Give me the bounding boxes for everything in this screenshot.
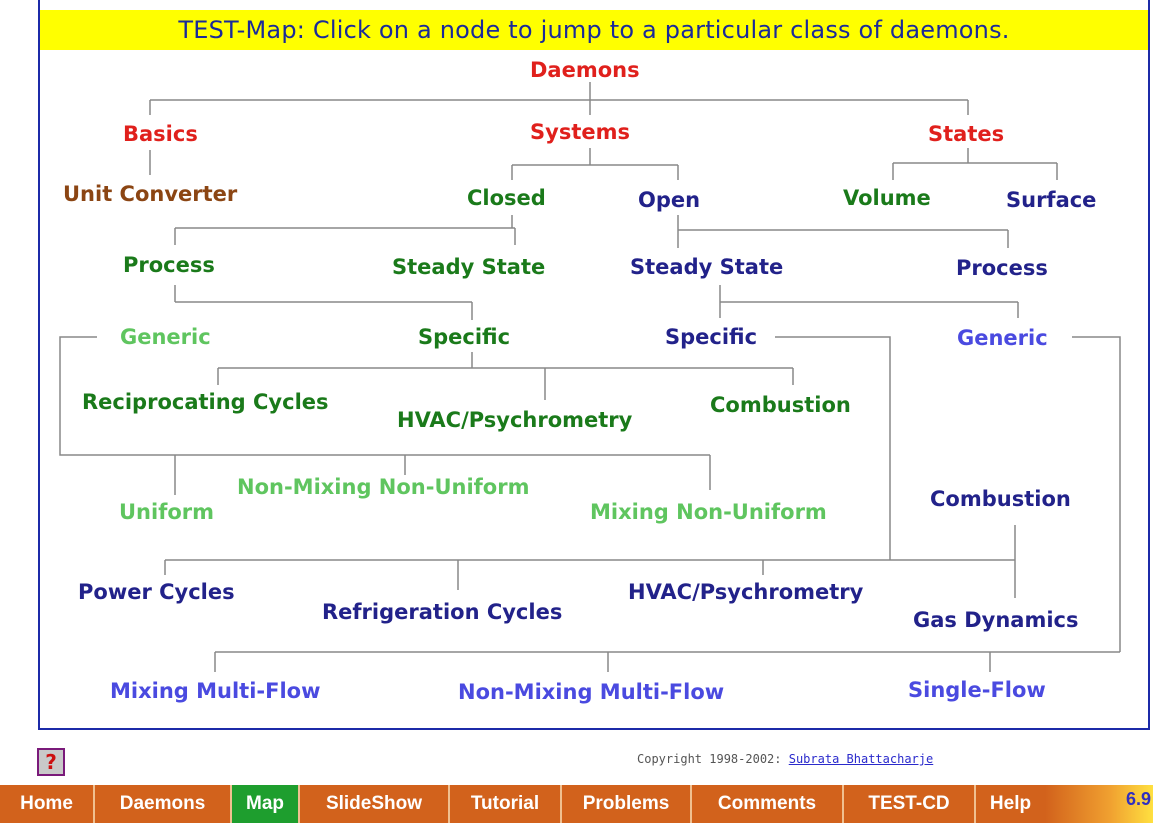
- node-single-flow[interactable]: Single-Flow: [908, 678, 1046, 702]
- copyright-text: Copyright 1998-2002: Subrata Bhattacharj…: [637, 752, 933, 766]
- node-mixing-non-uniform[interactable]: Mixing Non-Uniform: [590, 500, 827, 524]
- node-closed-reciprocating-cycles[interactable]: Reciprocating Cycles: [82, 390, 329, 414]
- node-closed-specific[interactable]: Specific: [418, 325, 511, 349]
- nav-test-cd[interactable]: TEST-CD: [842, 785, 974, 823]
- node-closed-combustion[interactable]: Combustion: [710, 393, 851, 417]
- version-badge-text: 6.9: [1125, 789, 1151, 809]
- node-open[interactable]: Open: [638, 188, 701, 212]
- copyright-prefix: Copyright 1998-2002:: [637, 752, 782, 766]
- node-states[interactable]: States: [928, 122, 1005, 146]
- nav-daemons[interactable]: Daemons: [93, 785, 230, 823]
- node-closed-generic[interactable]: Generic: [120, 325, 211, 349]
- node-open-process[interactable]: Process: [956, 256, 1048, 280]
- help-icon[interactable]: ?: [37, 748, 65, 776]
- node-open-hvac[interactable]: HVAC/Psychrometry: [628, 580, 864, 604]
- nav-problems[interactable]: Problems: [560, 785, 690, 823]
- node-closed-hvac[interactable]: HVAC/Psychrometry: [397, 408, 633, 432]
- nav-comments[interactable]: Comments: [690, 785, 842, 823]
- node-closed-steady-state[interactable]: Steady State: [392, 255, 546, 279]
- author-link[interactable]: Subrata Bhattacharje: [788, 752, 934, 766]
- nav-help[interactable]: Help: [974, 785, 1045, 823]
- node-non-mixing-non-uniform[interactable]: Non-Mixing Non-Uniform: [237, 475, 530, 499]
- node-surface[interactable]: Surface: [1006, 188, 1097, 212]
- version-badge: 6.9: [1045, 785, 1153, 823]
- node-closed[interactable]: Closed: [467, 186, 546, 210]
- node-systems[interactable]: Systems: [530, 120, 630, 144]
- nav-map[interactable]: Map: [230, 785, 298, 823]
- node-basics[interactable]: Basics: [123, 122, 198, 146]
- node-mixing-multi-flow[interactable]: Mixing Multi-Flow: [110, 679, 321, 703]
- node-uniform[interactable]: Uniform: [119, 500, 215, 524]
- node-gas-dynamics[interactable]: Gas Dynamics: [913, 608, 1079, 632]
- tree-connectors: [59, 82, 1121, 672]
- nav-tutorial[interactable]: Tutorial: [448, 785, 560, 823]
- node-refrigeration-cycles[interactable]: Refrigeration Cycles: [322, 600, 563, 624]
- node-non-mixing-multi-flow[interactable]: Non-Mixing Multi-Flow: [458, 680, 725, 704]
- nav-bar: Home Daemons Map SlideShow Tutorial Prob…: [0, 785, 1153, 823]
- node-unit-converter[interactable]: Unit Converter: [63, 182, 238, 206]
- node-daemons[interactable]: Daemons: [530, 58, 640, 82]
- node-open-generic[interactable]: Generic: [957, 326, 1048, 350]
- node-open-steady-state[interactable]: Steady State: [630, 255, 784, 279]
- nav-home[interactable]: Home: [20, 793, 73, 814]
- nav-slideshow[interactable]: SlideShow: [298, 785, 448, 823]
- node-closed-process[interactable]: Process: [123, 253, 215, 277]
- node-open-combustion[interactable]: Combustion: [930, 487, 1071, 511]
- node-power-cycles[interactable]: Power Cycles: [78, 580, 235, 604]
- node-open-specific[interactable]: Specific: [665, 325, 758, 349]
- map-frame: [38, 0, 1150, 730]
- node-volume[interactable]: Volume: [843, 186, 931, 210]
- map-header: TEST-Map: Click on a node to jump to a p…: [40, 10, 1148, 50]
